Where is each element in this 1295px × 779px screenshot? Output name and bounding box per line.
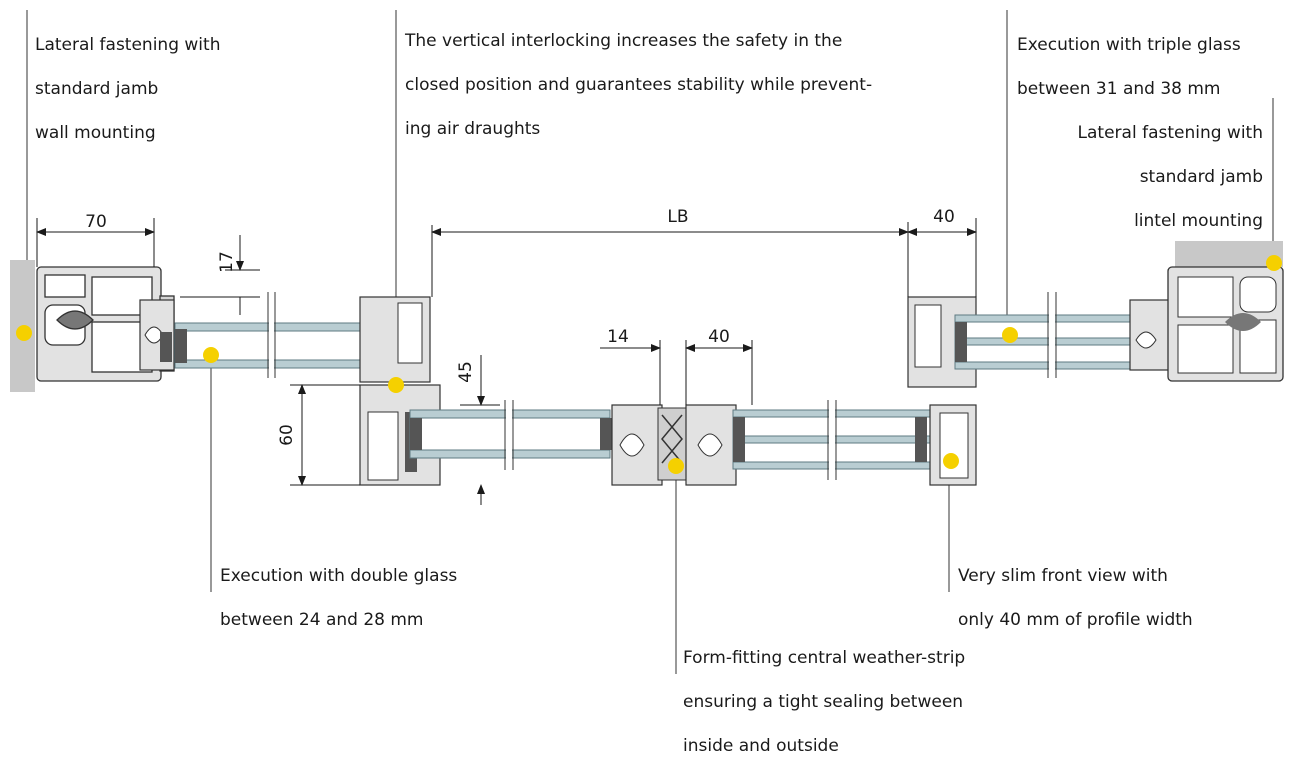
callout-line: Execution with double glass: [220, 566, 458, 586]
center-panel: [359, 384, 977, 486]
dim-14: 14: [607, 327, 629, 347]
double-glass-left: [174, 322, 381, 369]
callout-line: between 31 and 38 mm: [1017, 79, 1221, 99]
callout-line: Very slim front view with: [958, 566, 1168, 586]
left-sash: [139, 292, 431, 383]
marker-triple-glass: [1002, 327, 1018, 343]
marker-wall-mounting: [16, 325, 32, 341]
callout-line: wall mounting: [35, 123, 156, 143]
callout-line: Form-fitting central weather-strip: [683, 648, 966, 668]
callout-lintel-mounting: Lateral fastening with standard jamb lin…: [1020, 100, 1263, 254]
callout-line: Lateral fastening with: [1077, 123, 1263, 143]
callout-line: between 24 and 28 mm: [220, 610, 424, 630]
dim-45: 45: [456, 361, 476, 383]
callout-line: standard jamb: [1139, 167, 1263, 187]
marker-lintel-mounting: [1266, 255, 1282, 271]
callout-triple-glass: Execution with triple glass between 31 a…: [1017, 12, 1241, 122]
right-panel: [907, 266, 1284, 388]
dim-40-mid: 40: [708, 327, 730, 347]
callout-double-glass: Execution with double glass between 24 a…: [220, 543, 457, 653]
lintel-block: [1175, 241, 1283, 267]
callout-line: lintel mounting: [1134, 211, 1263, 231]
callout-line: only 40 mm of profile width: [958, 610, 1193, 630]
callout-wall-mounting: Lateral fastening with standard jamb wal…: [35, 12, 220, 166]
dim-17: 17: [217, 251, 237, 273]
callout-line: Lateral fastening with: [35, 35, 221, 55]
cross-section-svg: 70 17 LB 40 14 40 45 60: [10, 10, 1284, 674]
callout-slim-front: Very slim front view with only 40 mm of …: [958, 543, 1193, 653]
marker-weather-strip: [668, 458, 684, 474]
marker-interlocking: [388, 377, 404, 393]
feature-markers: [16, 255, 1282, 474]
dim-40-top: 40: [933, 207, 955, 227]
dim-lb: LB: [667, 207, 688, 227]
section-drawing: Lateral fastening with standard jamb wal…: [10, 8, 1284, 756]
callout-line: Execution with triple glass: [1017, 35, 1241, 55]
dim-70: 70: [85, 212, 107, 232]
callout-line: inside and outside: [683, 736, 839, 756]
callout-line: standard jamb: [35, 79, 159, 99]
callout-line: closed position and guarantees stability…: [405, 75, 873, 95]
callout-interlocking: The vertical interlocking increases the …: [405, 8, 872, 162]
callout-line: ing air draughts: [405, 119, 541, 139]
marker-double-glass: [203, 347, 219, 363]
dimension-lines: [36, 218, 977, 505]
dim-60: 60: [277, 424, 297, 446]
marker-slim-front: [943, 453, 959, 469]
callout-line: The vertical interlocking increases the …: [405, 31, 843, 51]
